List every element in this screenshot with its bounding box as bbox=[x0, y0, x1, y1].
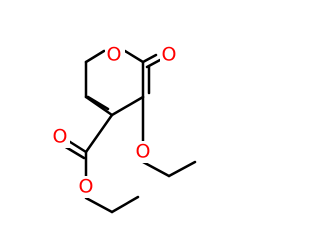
atom-o-ring: O bbox=[105, 44, 125, 66]
atom-layer: O O O O O bbox=[50, 44, 180, 198]
bond-c4-c5 bbox=[84, 95, 114, 117]
bond-ester-carbonyl-o-a bbox=[65, 138, 88, 154]
atom-label-o-ethoxy: O bbox=[136, 141, 151, 163]
bond-ring-o-c2 bbox=[123, 49, 145, 64]
bond-c2-carbonyl-o-lower bbox=[145, 58, 162, 69]
bond-c4-c5-double bbox=[86, 95, 110, 111]
bond-c3-c4 bbox=[110, 95, 145, 117]
bond-c4-ester-carbon bbox=[84, 113, 114, 154]
bond-ethoxy-ethyl-tail bbox=[167, 160, 197, 178]
bond-c2-carbonyl-o-upper bbox=[141, 53, 158, 64]
atom-label-o-ester-carbonyl: O bbox=[53, 126, 68, 148]
chemical-structure-diagram: O O O O O bbox=[50, 43, 197, 214]
atom-label-o-ester: O bbox=[79, 176, 94, 198]
bond-ring-o-c6 bbox=[84, 49, 106, 64]
bond-ester-o-ethyl bbox=[84, 196, 114, 214]
atom-o-ethoxy: O bbox=[133, 141, 153, 163]
bond-ester-ethyl-tail bbox=[110, 195, 140, 214]
bond-ethoxy-o-ethyl bbox=[141, 160, 171, 178]
atom-o-carbonyl-ring: O bbox=[160, 44, 180, 66]
atom-label-o-carbonyl-ring: O bbox=[162, 44, 177, 66]
atom-o-ester-carbonyl: O bbox=[50, 126, 70, 148]
atom-o-ester: O bbox=[76, 176, 96, 198]
atom-label-o-ring: O bbox=[107, 44, 122, 66]
